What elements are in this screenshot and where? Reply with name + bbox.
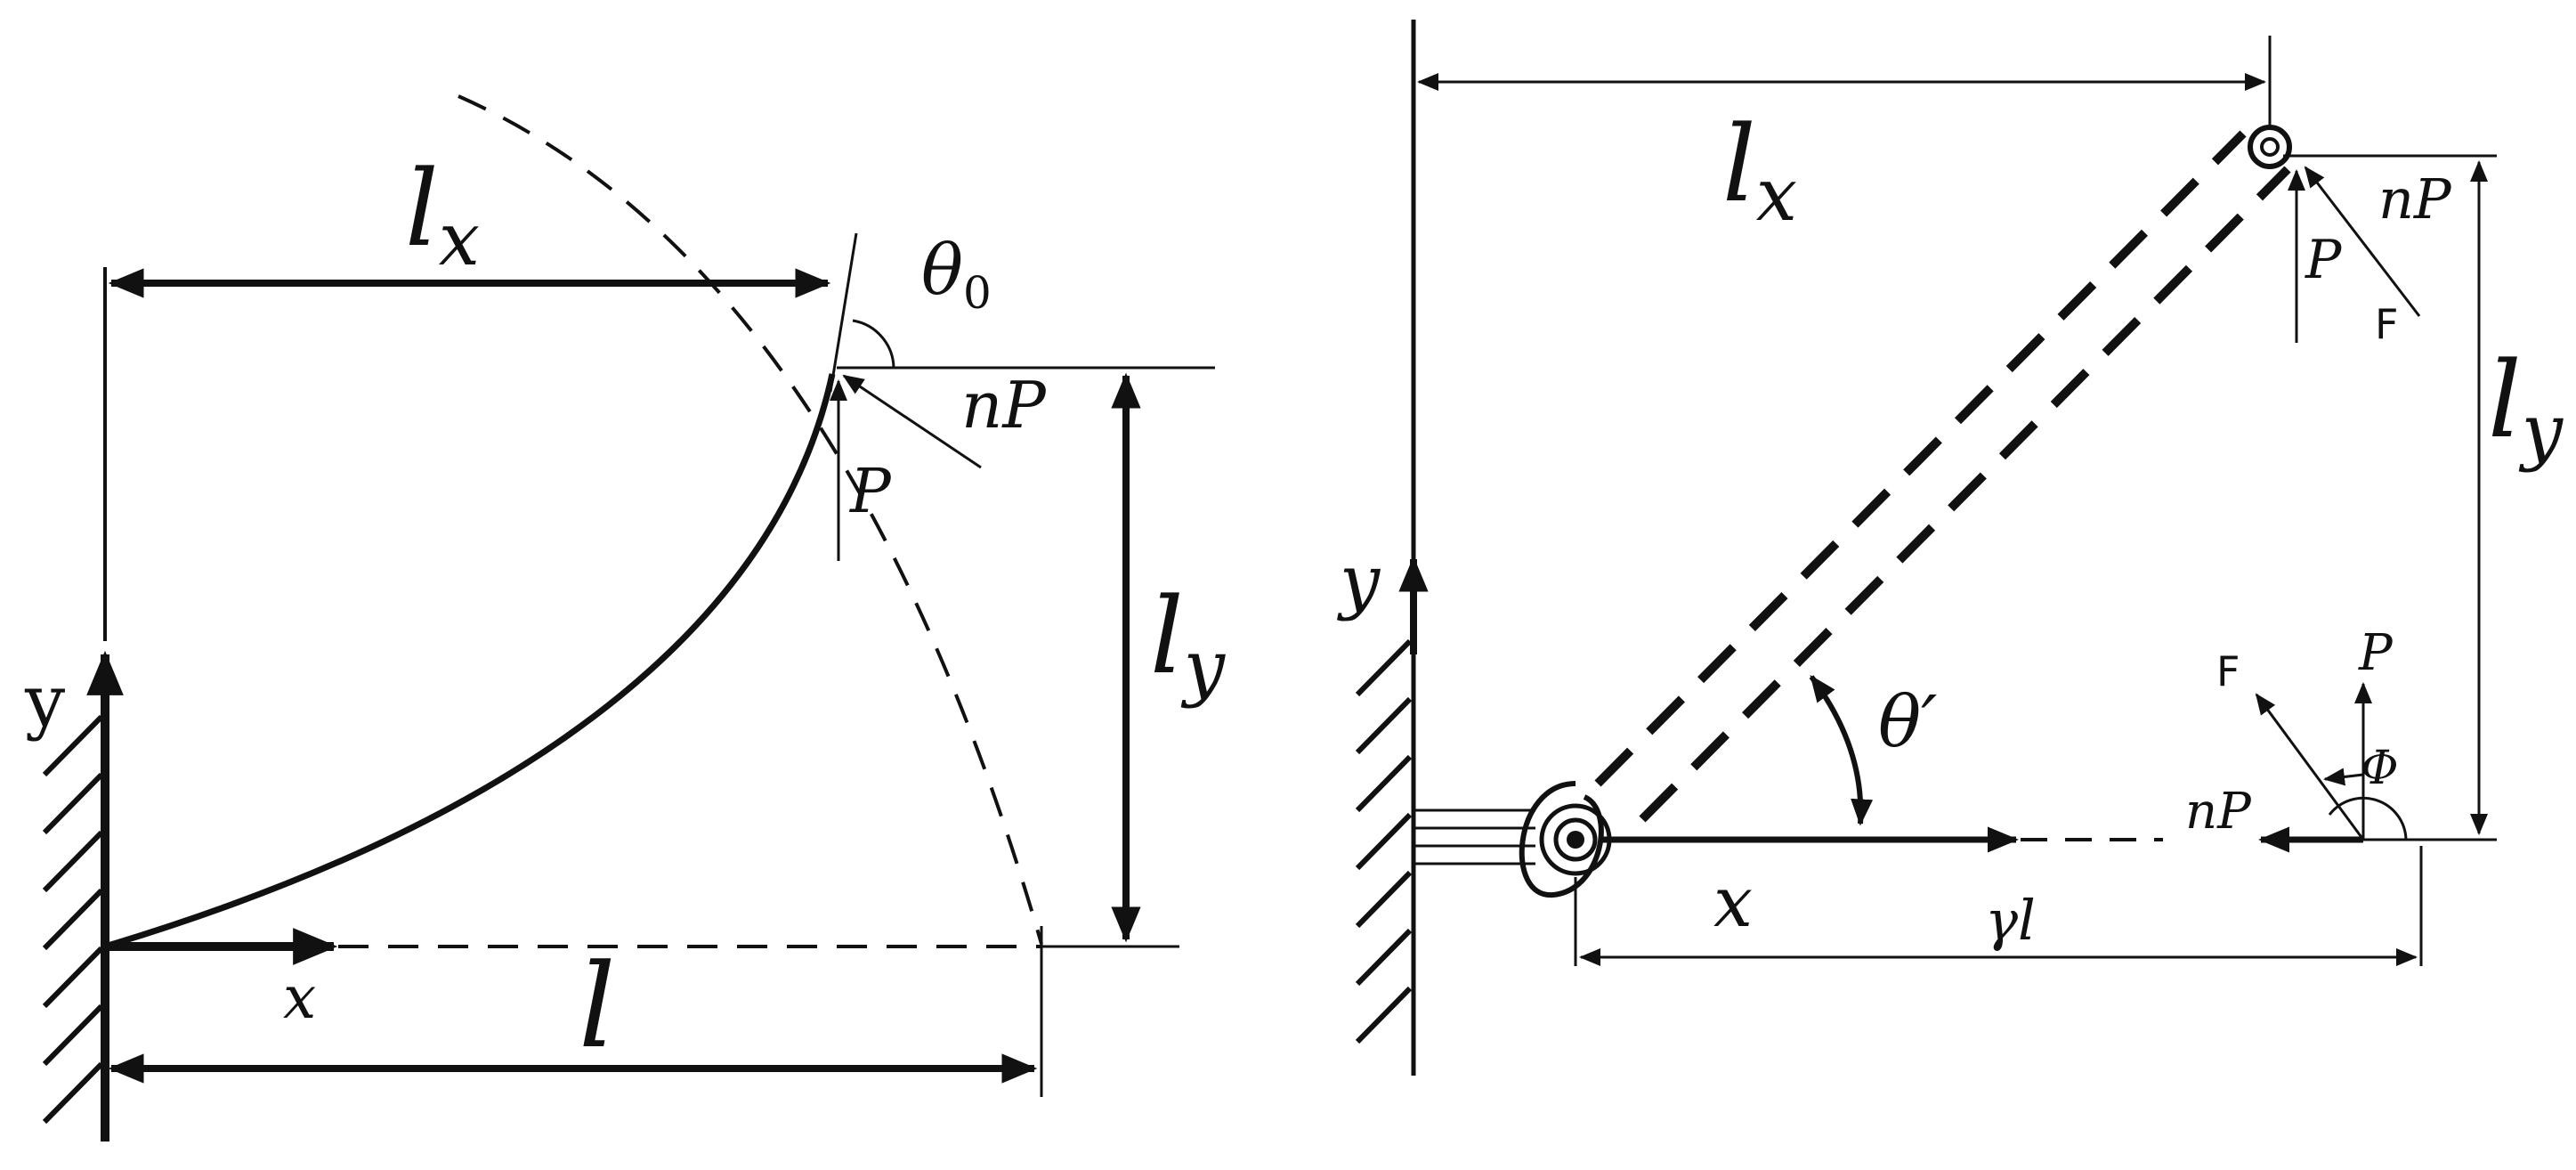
left-tangent-line [829,232,858,393]
right-nP-top-label: nP [2378,167,2452,232]
right-lx-label: lx [1722,102,1797,238]
right-theta-prime-arc [1809,674,1874,826]
left-theta0-label: θ0 [921,231,992,319]
right-panel: lx nP P F ly y θ′ F P Φ nP x γl [1337,20,2564,1076]
right-tip-F-arrow [2304,166,2421,317]
left-P-label: P [848,457,892,527]
right-link-dashed-upper [1594,130,2247,787]
right-force-diagram [2255,682,2408,853]
left-x-label: x [283,963,316,1032]
left-nP-arrow [842,374,982,469]
left-y-label: y [24,660,65,743]
right-phi-label: Φ [2361,742,2399,795]
right-link-dashed-lower [1639,166,2291,823]
right-phi-arrow [2323,768,2364,786]
right-phi-arc [2328,796,2408,841]
right-x-label: x [1713,863,1753,943]
left-deflected-beam [103,373,836,950]
left-dashed-arc [458,94,1043,945]
right-nP-bottom-label: nP [2185,783,2252,841]
right-P-bottom-label: P [2358,624,2394,682]
right-F-bottom-label: F [2216,647,2240,695]
right-gamma-l-label: γl [1985,888,2036,953]
right-y-label: y [1337,540,1381,622]
left-theta0-arc [852,319,895,369]
right-bottom-F-arrow [2255,693,2365,841]
left-lx-label: lx [405,147,480,282]
right-theta-prime-label: θ′ [1878,680,1937,763]
right-spring-joint [1519,781,1612,898]
right-P-top-label: P [2305,229,2343,291]
right-wall-hatching [1355,638,1413,1044]
left-nP-label: nP [961,368,1047,443]
right-spring-link-lines [1414,808,1535,865]
right-F-top-label: F [2375,300,2398,348]
right-tip-joint [2248,125,2292,169]
left-l-label: l [579,938,616,1074]
left-wall-hatching [42,714,104,1125]
left-panel: lx θ0 nP P ly y x l [24,94,1227,1142]
left-ly-label: ly [1150,574,1227,710]
right-ly-label: ly [2488,338,2564,474]
